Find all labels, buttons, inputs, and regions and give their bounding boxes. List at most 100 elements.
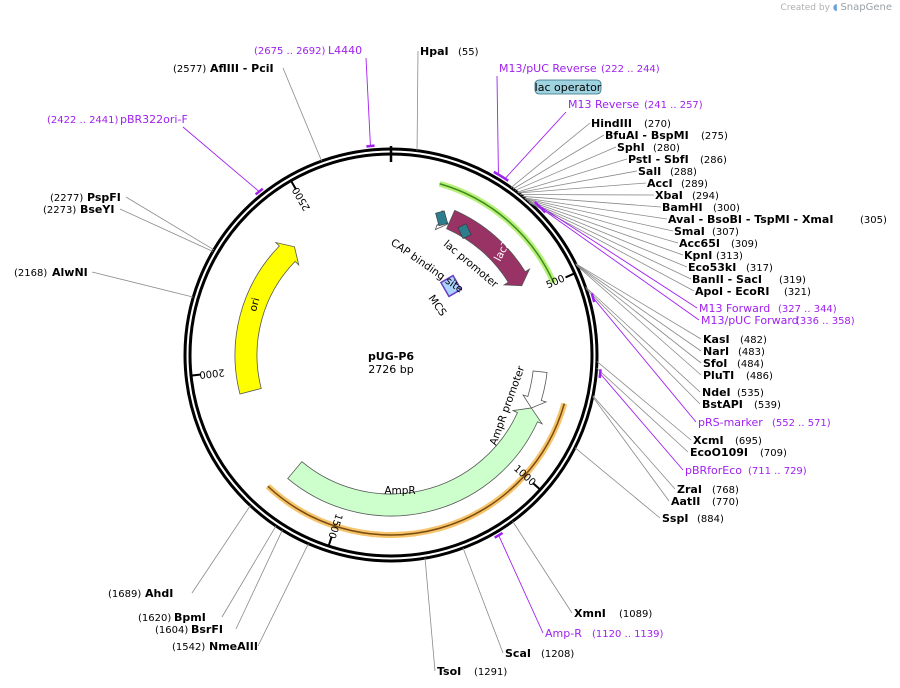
site-position: (770) bbox=[712, 497, 739, 508]
site-label: SfoI bbox=[703, 357, 727, 370]
site-leader-line bbox=[282, 67, 323, 162]
site-leader-line bbox=[528, 201, 688, 268]
site-label: NmeAIII bbox=[209, 640, 258, 653]
coordinate-tick bbox=[565, 272, 576, 279]
site-label: BanII - SacI bbox=[692, 273, 762, 286]
site-position: (2168) bbox=[14, 268, 47, 279]
site-position: (55) bbox=[458, 47, 479, 58]
site-position: (884) bbox=[697, 514, 724, 525]
primer-leader-line bbox=[599, 373, 684, 471]
ampr-promoter-arrow bbox=[522, 370, 548, 409]
site-leader-line bbox=[91, 271, 194, 298]
site-leader-lines bbox=[91, 50, 702, 672]
site-position: (1689) bbox=[108, 589, 141, 600]
ampr-label: AmpR bbox=[384, 485, 415, 497]
mcs-box bbox=[439, 274, 463, 298]
site-label: XmnI bbox=[574, 607, 606, 620]
site-label: KasI bbox=[703, 333, 730, 346]
primer-label: pRS-marker bbox=[698, 416, 763, 429]
primer-range: (241 .. 257) bbox=[644, 100, 703, 111]
primer-leader-line bbox=[496, 75, 499, 175]
site-leader-line bbox=[576, 264, 702, 376]
primer-label: Amp-R bbox=[545, 627, 582, 640]
site-label: BseYI bbox=[80, 203, 114, 216]
site-leader-line bbox=[522, 195, 662, 208]
site-position: (294) bbox=[692, 191, 719, 202]
ampr-arrow bbox=[287, 407, 544, 517]
site-label: KpnI bbox=[684, 249, 712, 262]
site-leader-line bbox=[575, 264, 702, 364]
site-leader-line bbox=[596, 367, 689, 453]
site-position: (275) bbox=[701, 131, 728, 142]
site-label: BamHI bbox=[662, 201, 703, 214]
site-label: BpmI bbox=[174, 611, 206, 624]
credit-brand: SnapGene bbox=[840, 2, 892, 13]
primer-label: L4440 bbox=[328, 44, 362, 57]
site-label: XcmI bbox=[693, 434, 724, 447]
site-label: ScaI bbox=[505, 647, 531, 660]
primer-label: M13/pUC Reverse bbox=[499, 62, 597, 75]
site-position: (2277) bbox=[50, 193, 83, 204]
site-position: (695) bbox=[735, 436, 762, 447]
site-position: (709) bbox=[760, 448, 787, 459]
site-leader-line bbox=[575, 263, 702, 352]
primer-leader-line bbox=[541, 208, 700, 321]
site-label: NarI bbox=[703, 345, 729, 358]
site-label: AatII bbox=[671, 495, 700, 508]
tick-label: 2000 bbox=[199, 366, 225, 380]
site-position: (2577) bbox=[173, 64, 206, 75]
site-leader-line bbox=[524, 198, 674, 232]
site-leader-line bbox=[524, 197, 668, 220]
site-position: (289) bbox=[681, 179, 708, 190]
primer-leader-line bbox=[498, 535, 544, 634]
site-position: (317) bbox=[746, 263, 773, 274]
site-label: HpaI bbox=[420, 45, 449, 58]
site-label: AhdI bbox=[145, 587, 173, 600]
site-leader-line bbox=[416, 50, 419, 151]
primer-range: (1120 .. 1139) bbox=[592, 629, 664, 640]
site-position: (535) bbox=[737, 388, 764, 399]
site-position: (483) bbox=[738, 347, 765, 358]
primer-range: (2422 .. 2441) bbox=[47, 115, 119, 126]
site-label: NdeI bbox=[702, 386, 731, 399]
site-label: PstI - SbfI bbox=[628, 153, 689, 166]
site-leader-line bbox=[235, 529, 283, 630]
primer-label: M13 Reverse bbox=[568, 98, 639, 111]
site-leader-line bbox=[592, 395, 676, 490]
site-label: SphI bbox=[617, 141, 645, 154]
site-label: Acc65I bbox=[679, 237, 720, 250]
site-leader-line bbox=[518, 182, 647, 194]
site-leader-line bbox=[119, 208, 214, 252]
site-labels: HpaI(55) HindIII(270) BfuAI - BspMI(275)… bbox=[14, 45, 887, 678]
site-position: (321) bbox=[784, 287, 811, 298]
primer-label: pBR322ori-F bbox=[120, 113, 188, 126]
site-position: (319) bbox=[779, 275, 806, 286]
primer-range: (2675 .. 2692) bbox=[254, 46, 326, 57]
site-position: (313) bbox=[716, 251, 743, 262]
site-label: AflIII - PciI bbox=[210, 62, 274, 75]
site-position: (270) bbox=[644, 119, 671, 130]
site-position: (288) bbox=[670, 167, 697, 178]
site-leader-line bbox=[424, 558, 436, 672]
site-label: AvaI - BsoBI - TspMI - XmaI bbox=[668, 213, 833, 226]
primer-leader-line bbox=[504, 111, 567, 179]
site-position: (1089) bbox=[619, 609, 652, 620]
site-leader-line bbox=[529, 201, 692, 280]
site-position: (305) bbox=[860, 215, 887, 226]
site-position: (280) bbox=[653, 143, 680, 154]
cap-binding-site-box bbox=[435, 210, 449, 227]
primer-range: (552 .. 571) bbox=[772, 418, 831, 429]
site-position: (286) bbox=[700, 155, 727, 166]
credit-prefix: Created by bbox=[780, 3, 830, 13]
site-leader-line bbox=[596, 361, 692, 441]
site-leader-line bbox=[221, 525, 277, 618]
site-label: PspFI bbox=[87, 191, 121, 204]
lac-operator-label: lac operator bbox=[534, 79, 602, 95]
site-position: (539) bbox=[754, 400, 781, 411]
coordinate-tick bbox=[190, 373, 202, 377]
primer-leader-line bbox=[592, 297, 697, 423]
site-label: SmaI bbox=[674, 225, 705, 238]
site-leader-line bbox=[525, 198, 679, 244]
svg-text:lac operator: lac operator bbox=[535, 81, 602, 94]
site-label: TsoI bbox=[437, 665, 461, 678]
